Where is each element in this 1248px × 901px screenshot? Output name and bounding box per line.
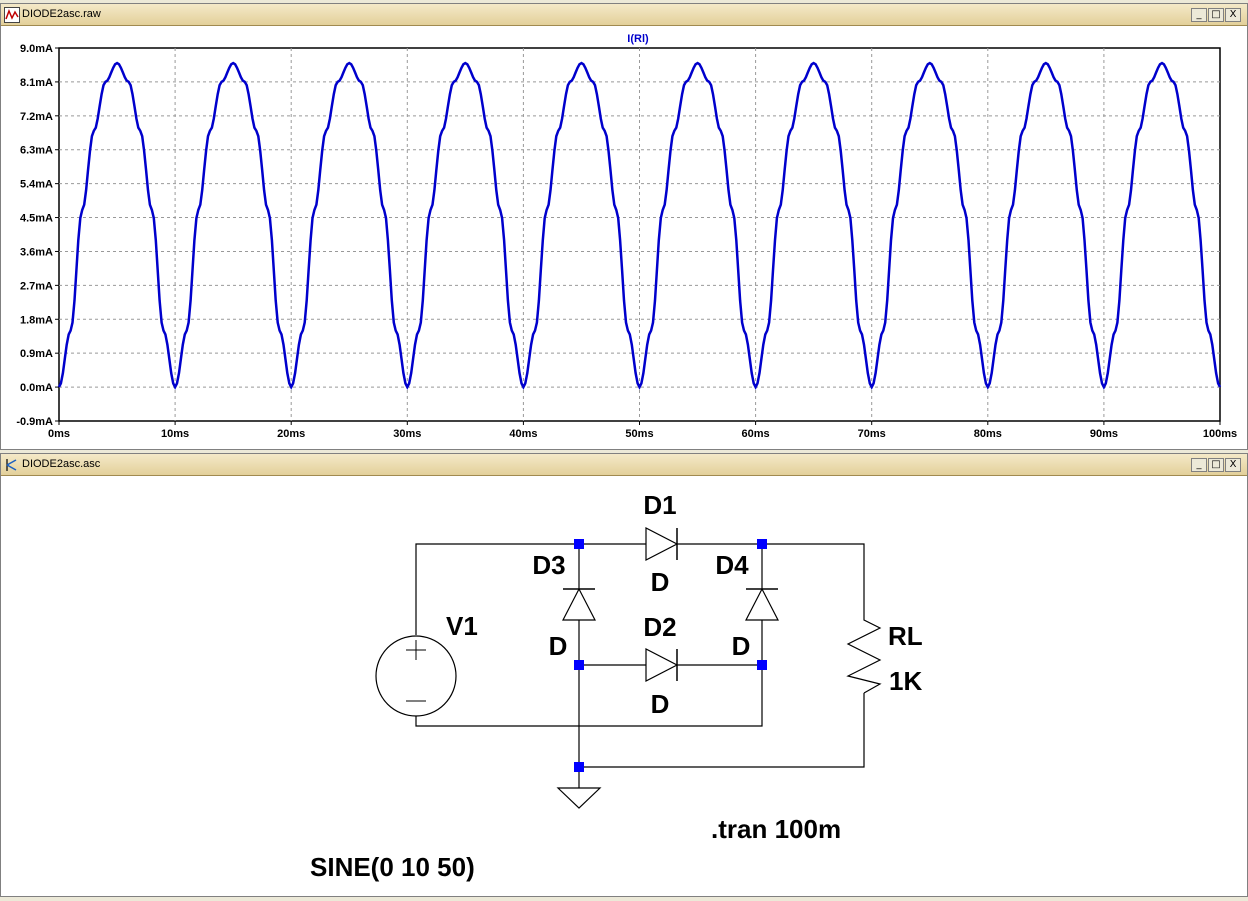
y-tick-label: 8.1mA bbox=[20, 77, 53, 89]
diode-d4[interactable] bbox=[745, 587, 779, 621]
minimize-button[interactable]: _ bbox=[1191, 8, 1207, 22]
x-tick-label: 50ms bbox=[625, 428, 653, 440]
y-tick-label: 5.4mA bbox=[20, 179, 53, 191]
y-tick-label: 9.0mA bbox=[20, 43, 53, 55]
minimize-button[interactable]: _ bbox=[1191, 458, 1207, 472]
waveform-titlebar[interactable]: DIODE2asc.raw _ □ X bbox=[1, 4, 1247, 26]
v1-value[interactable]: SINE(0 10 50) bbox=[310, 852, 475, 882]
x-tick-label: 100ms bbox=[1203, 428, 1237, 440]
schematic-window[interactable]: DIODE2asc.asc _ □ X bbox=[0, 453, 1248, 897]
waveform-window-icon bbox=[4, 7, 20, 23]
resistor-rl[interactable] bbox=[846, 612, 882, 694]
x-tick-label: 10ms bbox=[161, 428, 189, 440]
y-tick-label: 0.0mA bbox=[20, 382, 53, 394]
y-tick-label: 0.9mA bbox=[20, 348, 53, 360]
tran-directive[interactable]: .tran 100m bbox=[711, 814, 841, 844]
waveform-window[interactable]: DIODE2asc.raw _ □ X I(Rl) 0ms 10ms 20ms 30m… bbox=[0, 3, 1248, 450]
rl-value[interactable]: 1K bbox=[889, 666, 922, 696]
restore-button[interactable]: □ bbox=[1208, 8, 1224, 22]
d1-name[interactable]: D1 bbox=[643, 490, 676, 520]
x-tick-label: 80ms bbox=[974, 428, 1002, 440]
y-tick-label: 2.7mA bbox=[20, 280, 53, 292]
waveform-plot[interactable]: I(Rl) 0ms 10ms 20ms 30ms 40ms 50ms 60ms 70ms 80m… bbox=[1, 26, 1247, 449]
diode-d1[interactable] bbox=[645, 527, 679, 561]
y-tick-label: 6.3mA bbox=[20, 145, 53, 157]
y-tick-label: 3.6mA bbox=[20, 246, 53, 258]
d2-value[interactable]: D bbox=[651, 689, 670, 719]
v1-name[interactable]: V1 bbox=[446, 611, 478, 641]
rl-name[interactable]: RL bbox=[888, 621, 923, 651]
d4-name[interactable]: D4 bbox=[715, 550, 749, 580]
waveform-window-title: DIODE2asc.raw bbox=[22, 8, 101, 20]
current-trace[interactable] bbox=[57, 61, 1222, 390]
schematic-window-title: DIODE2asc.asc bbox=[22, 458, 101, 470]
voltage-source-v1[interactable] bbox=[375, 635, 457, 717]
x-tick-label: 0ms bbox=[48, 428, 70, 440]
d3-name[interactable]: D3 bbox=[532, 550, 565, 580]
x-tick-label: 60ms bbox=[742, 428, 770, 440]
ground-icon[interactable] bbox=[556, 787, 602, 809]
schematic-window-icon bbox=[6, 459, 17, 471]
d2-name[interactable]: D2 bbox=[643, 612, 676, 642]
trace-label[interactable]: I(Rl) bbox=[627, 33, 649, 45]
x-tick-label: 70ms bbox=[858, 428, 886, 440]
close-button[interactable]: X bbox=[1225, 8, 1241, 22]
d4-value[interactable]: D bbox=[732, 631, 751, 661]
wires[interactable] bbox=[415, 543, 865, 788]
x-tick-label: 20ms bbox=[277, 428, 305, 440]
schematic-canvas[interactable]: D1 D D2 D D3 D D4 D RL 1K V1 SINE(0 10 5… bbox=[1, 476, 1247, 896]
diode-d2[interactable] bbox=[645, 648, 679, 682]
x-tick-label: 30ms bbox=[393, 428, 421, 440]
d1-value[interactable]: D bbox=[651, 567, 670, 597]
y-tick-label: 7.2mA bbox=[20, 111, 53, 123]
restore-button[interactable]: □ bbox=[1208, 458, 1224, 472]
d3-value[interactable]: D bbox=[549, 631, 568, 661]
diode-d3[interactable] bbox=[562, 587, 596, 621]
y-tick-label: 1.8mA bbox=[20, 314, 53, 326]
junction-nodes bbox=[574, 539, 767, 772]
schematic-titlebar[interactable]: DIODE2asc.asc _ □ X bbox=[1, 454, 1247, 476]
x-tick-label: 90ms bbox=[1090, 428, 1118, 440]
close-button[interactable]: X bbox=[1225, 458, 1241, 472]
y-tick-label: 4.5mA bbox=[20, 213, 53, 225]
x-tick-label: 40ms bbox=[509, 428, 537, 440]
y-tick-label: -0.9mA bbox=[16, 416, 53, 428]
